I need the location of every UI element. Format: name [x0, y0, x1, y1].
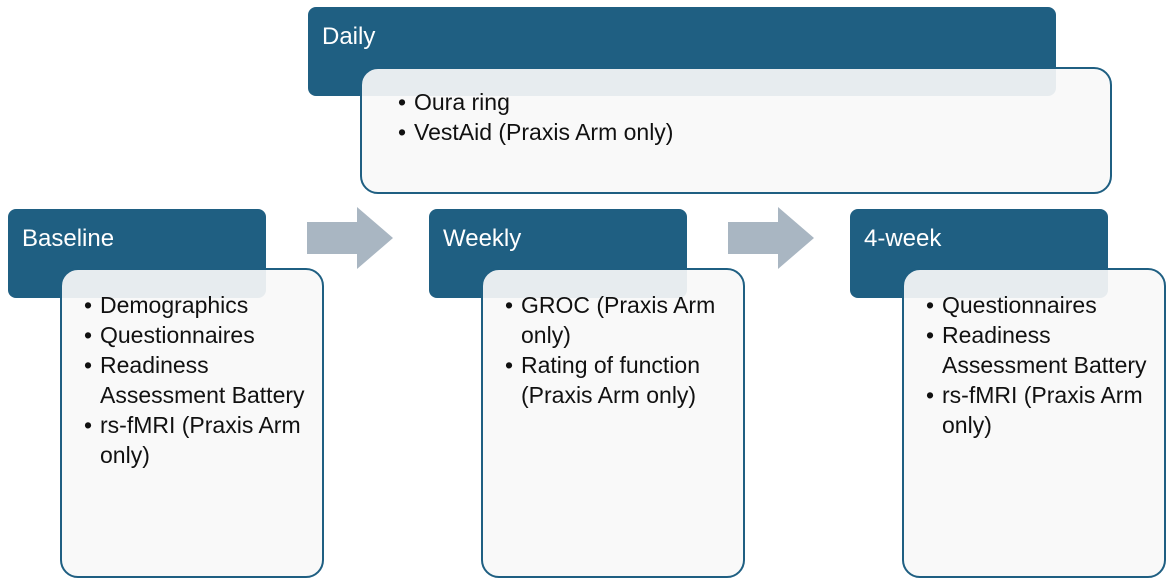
baseline-title: Baseline [22, 225, 115, 252]
weekly-item-rating-of-function: Rating of function (Praxis Arm only) [505, 350, 735, 410]
four-week-list: Questionnaires Readiness Assessment Batt… [926, 290, 1156, 440]
weekly-panel: GROC (Praxis Arm only) Rating of functio… [481, 268, 745, 578]
baseline-item-demographics: Demographics [84, 290, 314, 320]
daily-item-oura-ring: Oura ring [398, 87, 1110, 117]
weekly-list: GROC (Praxis Arm only) Rating of functio… [505, 290, 735, 410]
daily-item-vestaid: VestAid (Praxis Arm only) [398, 117, 1110, 147]
baseline-item-questionnaires: Questionnaires [84, 320, 314, 350]
weekly-item-groc: GROC (Praxis Arm only) [505, 290, 735, 350]
baseline-item-readiness-battery: Readiness Assessment Battery [84, 350, 314, 410]
arrow-right-icon [307, 207, 393, 269]
baseline-panel: Demographics Questionnaires Readiness As… [60, 268, 324, 578]
four-week-item-questionnaires: Questionnaires [926, 290, 1156, 320]
baseline-item-rs-fmri: rs-fMRI (Praxis Arm only) [84, 410, 314, 470]
four-week-item-rs-fmri: rs-fMRI (Praxis Arm only) [926, 380, 1156, 440]
arrow-right-icon [728, 207, 814, 269]
baseline-list: Demographics Questionnaires Readiness As… [84, 290, 314, 470]
daily-list: Oura ring VestAid (Praxis Arm only) [398, 87, 1110, 147]
four-week-item-readiness-battery: Readiness Assessment Battery [926, 320, 1156, 380]
daily-title: Daily [322, 23, 376, 50]
weekly-title: Weekly [443, 225, 522, 252]
four-week-title: 4-week [864, 225, 942, 252]
daily-panel: Oura ring VestAid (Praxis Arm only) [360, 67, 1112, 194]
four-week-panel: Questionnaires Readiness Assessment Batt… [902, 268, 1166, 578]
